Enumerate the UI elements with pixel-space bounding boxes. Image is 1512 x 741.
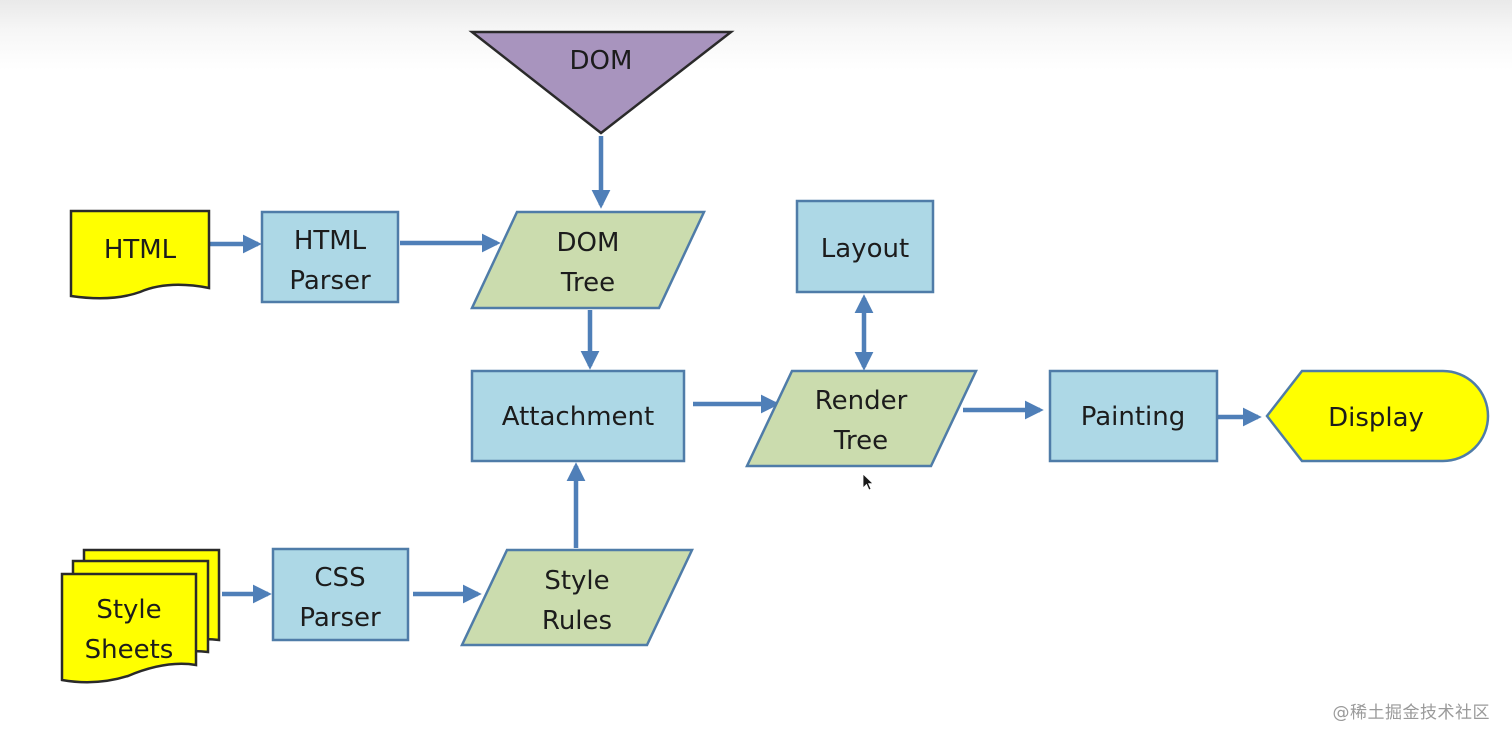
dom-tree-shape: [470, 210, 706, 310]
style-rules-shape: [460, 548, 694, 647]
html-document-shape: [69, 209, 211, 300]
node-display: Display: [1265, 369, 1490, 463]
node-layout: Layout: [795, 199, 935, 294]
layout-label: Layout: [821, 234, 909, 264]
html-parser-box: [260, 210, 400, 304]
node-attachment: Attachment: [470, 369, 686, 463]
watermark: @稀土掘金技术社区: [1332, 703, 1490, 723]
style-rules-label-line1: Style: [544, 566, 609, 596]
css-parser-box: [271, 547, 410, 642]
node-render-tree: Render Tree: [745, 369, 978, 468]
html-document-label: HTML: [104, 235, 177, 265]
html-parser-label-line2: Parser: [289, 266, 371, 296]
layout-box: [795, 199, 935, 294]
node-dom-tree: DOM Tree: [470, 210, 706, 310]
node-painting: Painting: [1048, 369, 1219, 463]
node-css-parser: CSS Parser: [271, 547, 410, 642]
node-style-sheets: Style Sheets: [60, 548, 221, 684]
painting-box: [1048, 369, 1219, 463]
mouse-cursor-icon: [862, 473, 874, 491]
dom-triangle-shape: [468, 30, 735, 135]
dom-tree-label-line2: Tree: [560, 268, 615, 298]
node-html-parser: HTML Parser: [260, 210, 400, 304]
style-rules-label-line2: Rules: [542, 606, 612, 636]
painting-label: Painting: [1081, 402, 1186, 432]
node-style-rules: Style Rules: [460, 548, 694, 647]
display-label: Display: [1328, 403, 1424, 433]
display-shape: [1265, 369, 1490, 463]
node-dom: DOM: [468, 30, 735, 135]
css-parser-label-line2: Parser: [299, 603, 381, 633]
render-tree-shape: [745, 369, 978, 468]
arrows: [210, 136, 1262, 604]
attachment-label: Attachment: [502, 402, 654, 432]
dom-tree-label-line1: DOM: [557, 228, 620, 258]
css-parser-label-line1: CSS: [314, 563, 365, 593]
render-tree-label-line1: Render: [815, 386, 908, 416]
style-sheets-label-line1: Style: [96, 595, 161, 625]
dom-label: DOM: [570, 46, 633, 76]
style-sheets-front-page: [60, 572, 198, 684]
node-html-document: HTML: [69, 209, 211, 300]
style-sheets-label-line2: Sheets: [85, 635, 174, 665]
render-tree-label-line2: Tree: [833, 426, 888, 456]
html-parser-label-line1: HTML: [294, 226, 367, 256]
attachment-box: [470, 369, 686, 463]
